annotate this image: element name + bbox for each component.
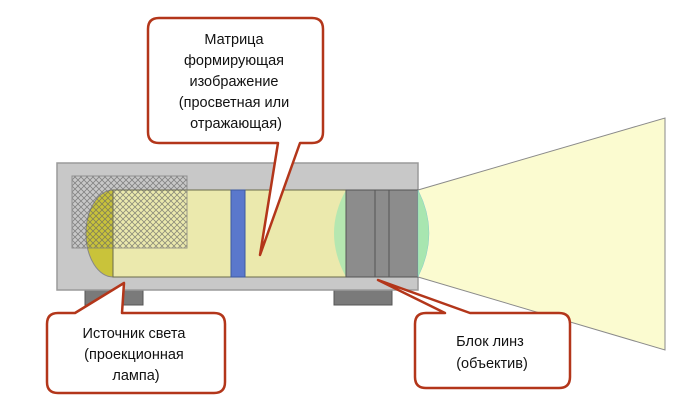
callout-lamp-line: лампа) — [112, 368, 159, 384]
callout-matrix: Матрица формирующая изображение (просвет… — [146, 16, 325, 257]
lens-block — [345, 189, 419, 278]
svg-text:Матрица формирующая: Матрица формирующая изображение (просвет… — [179, 32, 293, 132]
matrix-panel — [230, 189, 246, 278]
callout-lamp-line: Источник света — [83, 326, 187, 342]
callout-matrix-line: формирующая — [184, 53, 284, 69]
svg-text:Источник света (проекцио: Источник света (проекционная лампа) — [83, 326, 190, 384]
callout-lamp: Источник света (проекционная лампа) — [45, 281, 227, 395]
callout-lens-line: (объектив) — [456, 356, 528, 372]
right-foot — [333, 289, 393, 306]
ventilation-grille — [71, 175, 188, 249]
callout-matrix-line: (просветная или — [179, 95, 289, 111]
callout-lens-line: Блок линз — [456, 334, 524, 350]
callout-lamp-line: (проекционная — [84, 347, 184, 363]
svg-text:Блок линз (объектив): Блок линз (объектив) — [456, 334, 528, 372]
callout-lens: Блок линз (объектив) — [376, 278, 572, 390]
callout-matrix-line: Матрица — [204, 32, 264, 48]
condenser-lens — [334, 190, 346, 277]
callout-matrix-line: изображение — [189, 74, 278, 90]
callout-matrix-line: отражающая) — [190, 116, 282, 132]
objective-lens — [417, 189, 430, 278]
